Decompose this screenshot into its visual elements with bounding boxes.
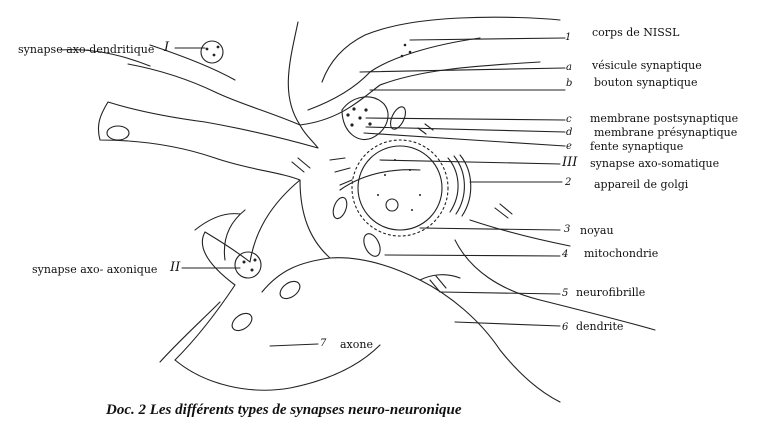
- marker-bouton: b: [566, 78, 573, 89]
- marker-axo-dendritique: I: [164, 40, 170, 55]
- marker-axone: 7: [320, 338, 327, 349]
- marker-membrane-pre: d: [566, 127, 573, 138]
- label-axo-dendritique: synapse axo-dendritique: [18, 43, 155, 56]
- label-axo-axonique: synapse axo- axonique: [32, 263, 158, 276]
- left-dendrite-outline: [59, 44, 301, 261]
- label-dendrite: dendrite: [576, 320, 624, 333]
- label-mitochondrie: mitochondrie: [584, 247, 659, 260]
- mitochondria-1: [106, 125, 130, 141]
- label-golgi: appareil de golgi: [594, 178, 689, 191]
- marker-axo-somatique: III: [562, 155, 578, 170]
- button-axo-somatique: [341, 96, 389, 140]
- marker-mitochondrie: 4: [562, 249, 569, 260]
- marker-fente: e: [566, 141, 572, 152]
- mitochondria-6: [390, 106, 406, 130]
- upper-dendrite-outline: [299, 37, 541, 191]
- mitochondria-5: [332, 196, 348, 220]
- marker-corps-nissl: 1: [565, 32, 572, 43]
- neurofibrils: [291, 123, 513, 293]
- label-axone: axone: [340, 338, 373, 351]
- marker-noyau: 3: [564, 224, 571, 235]
- leader-lines: [174, 37, 566, 347]
- mitochondria-3: [279, 280, 301, 300]
- label-membrane-pre: membrane présynaptique: [594, 126, 738, 139]
- button-axo-dendritique: [200, 40, 224, 64]
- label-bouton: bouton synaptique: [594, 76, 698, 89]
- marker-golgi: 2: [565, 177, 572, 188]
- label-corps-nissl: corps de NISSL: [592, 26, 680, 39]
- marker-axo-axonique: II: [170, 260, 181, 275]
- label-membrane-post: membrane postsynaptique: [590, 112, 739, 125]
- marker-vesicule: a: [566, 62, 572, 73]
- label-noyau: noyau: [580, 224, 614, 237]
- figure-caption: Doc. 2 Les différents types de synapses …: [106, 402, 462, 418]
- lower-outline: [174, 179, 461, 391]
- label-fente: fente synaptique: [590, 140, 684, 153]
- label-vesicule: vésicule synaptique: [592, 59, 702, 72]
- label-neurofibrille: neurofibrille: [576, 286, 646, 299]
- nucleus: [357, 145, 443, 231]
- golgi-apparatus: [447, 154, 472, 217]
- nucleus-outer: [351, 139, 449, 237]
- mitochondria-2: [363, 233, 381, 257]
- neuron-outline: [97, 16, 561, 363]
- marker-dendrite: 6: [562, 322, 569, 333]
- marker-membrane-post: c: [566, 114, 572, 125]
- nucleolus: [385, 198, 399, 212]
- button-axo-axonique: [234, 251, 262, 279]
- mitochondria-4: [231, 312, 253, 332]
- label-axo-somatique: synapse axo-somatique: [590, 157, 720, 170]
- marker-neurofibrille: 5: [562, 288, 569, 299]
- vesicles: [205, 43, 421, 272]
